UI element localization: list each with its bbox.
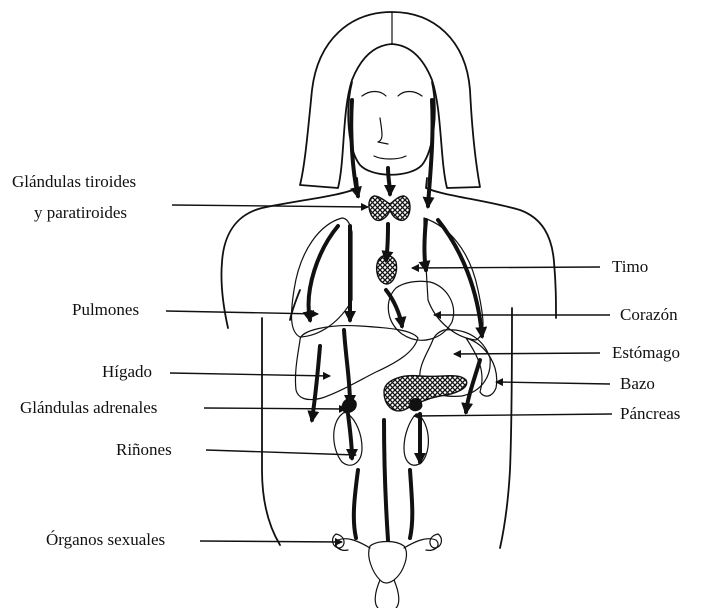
label-estomago: Estómago bbox=[612, 343, 680, 363]
right-eye bbox=[398, 92, 422, 97]
torso-left-side bbox=[262, 318, 280, 545]
pointer-adrenales bbox=[204, 408, 346, 409]
label-rinones: Riñones bbox=[116, 440, 172, 460]
label-tiroides-line2: y paratiroides bbox=[34, 203, 127, 223]
flow-neck-center bbox=[388, 168, 390, 194]
right-shoulder bbox=[426, 178, 556, 318]
pointer-higado bbox=[170, 373, 330, 376]
label-higado: Hígado bbox=[102, 362, 152, 382]
uterus bbox=[369, 542, 407, 584]
left-eye bbox=[362, 92, 386, 97]
pancreas bbox=[384, 376, 467, 411]
flow-thymus bbox=[386, 224, 388, 260]
right-lung bbox=[424, 218, 483, 340]
adrenal-right bbox=[410, 399, 422, 411]
label-pancreas: Páncreas bbox=[620, 404, 680, 424]
pointer-tiroides bbox=[172, 205, 368, 207]
flow-kidney-left bbox=[348, 414, 352, 458]
flow-spine-left bbox=[354, 470, 358, 538]
label-corazon: Corazón bbox=[620, 305, 678, 325]
flow-spine-center bbox=[384, 420, 388, 540]
label-bazo: Bazo bbox=[620, 374, 655, 394]
pointer-pancreas bbox=[414, 414, 612, 416]
pointer-sexuales bbox=[200, 541, 342, 542]
label-adrenales: Glándulas adrenales bbox=[20, 398, 157, 418]
birth-canal bbox=[375, 580, 399, 608]
flow-stomach-right bbox=[466, 360, 480, 412]
left-shoulder bbox=[221, 178, 358, 328]
flow-spine-right bbox=[410, 470, 412, 538]
flow-center-left bbox=[344, 330, 350, 404]
mouth bbox=[374, 156, 406, 159]
ovary-left bbox=[333, 534, 345, 548]
fallopian-right bbox=[404, 539, 438, 551]
pointer-estomago bbox=[454, 353, 600, 354]
energy-flow bbox=[309, 100, 482, 540]
nose bbox=[378, 118, 388, 144]
label-tiroides-line1: Glándulas tiroides bbox=[12, 172, 136, 192]
flow-right-inner bbox=[425, 220, 427, 270]
flow-face-left bbox=[351, 100, 358, 196]
label-sexuales: Órganos sexuales bbox=[46, 530, 165, 550]
pointer-rinones bbox=[206, 450, 356, 455]
pointer-bazo bbox=[496, 382, 610, 384]
pointer-pulmones bbox=[166, 311, 318, 314]
pointer-timo bbox=[412, 267, 600, 268]
label-timo: Timo bbox=[612, 257, 648, 277]
kidney-right bbox=[404, 414, 428, 465]
fallopian-left bbox=[336, 539, 370, 551]
left-lung bbox=[292, 218, 352, 337]
hair bbox=[300, 12, 480, 188]
label-pulmones: Pulmones bbox=[72, 300, 139, 320]
ovary-right bbox=[430, 534, 442, 548]
thyroid bbox=[369, 196, 410, 220]
torso-right-side bbox=[500, 308, 512, 548]
